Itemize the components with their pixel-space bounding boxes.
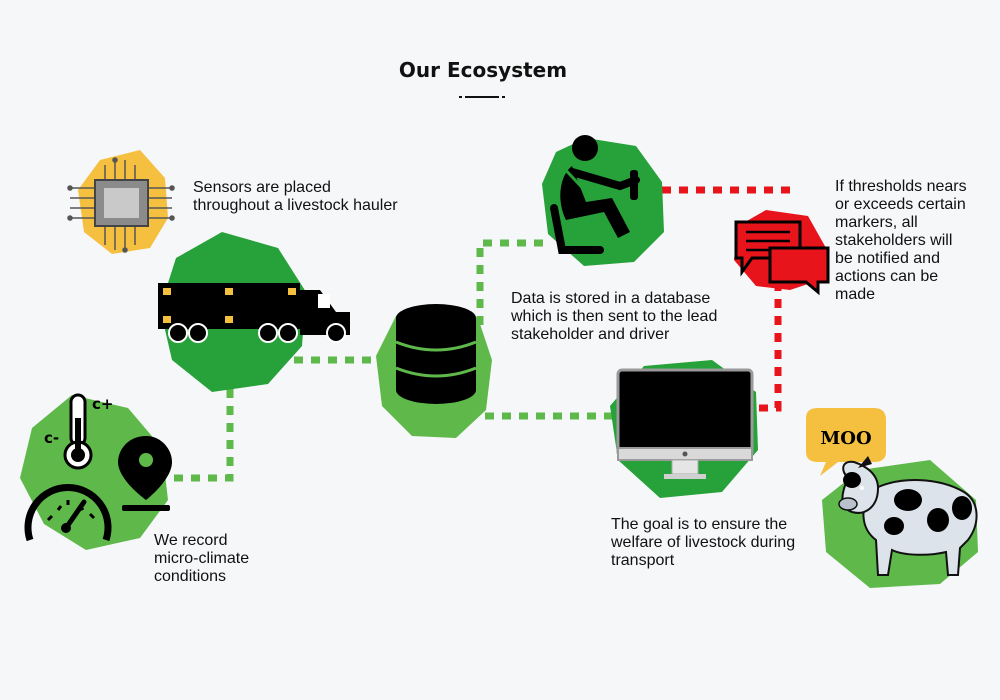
- alert-caption-line-6: actions can be: [835, 268, 939, 285]
- svg-text:c-: c-: [44, 429, 59, 447]
- sensors-node: [67, 150, 175, 254]
- truck-icon: [158, 283, 350, 343]
- monitor-node: [610, 360, 758, 498]
- thermometer-gauge-pin-icon: c+ c-: [24, 393, 172, 542]
- alert-caption-line-4: stakeholders will: [835, 232, 953, 249]
- monitor-icon: [616, 368, 754, 479]
- title-divider: [459, 96, 505, 98]
- database-node: [376, 304, 492, 438]
- goal-caption-line-2: welfare of livestock during: [611, 534, 796, 551]
- microchip-icon: [67, 157, 175, 253]
- record-caption-line-1: We record: [154, 532, 228, 549]
- driver-node: [542, 135, 664, 266]
- record-caption-line-2: micro-climate: [154, 550, 250, 567]
- record-caption: We record micro-climate conditions: [154, 532, 249, 586]
- alert-caption-line-2: or exceeds certain: [835, 196, 966, 213]
- database-icon: [395, 304, 477, 404]
- database-caption-line-3: stakeholder and driver: [511, 326, 670, 343]
- chat-bubbles-icon: [734, 220, 830, 296]
- gauge-icon: [24, 484, 112, 542]
- sensors-caption-line-1: Sensors are placed: [193, 179, 331, 196]
- goal-caption-line-1: The goal is to ensure the: [611, 516, 788, 533]
- truck-node: [158, 232, 350, 392]
- cow-icon: [838, 456, 978, 576]
- thermometer-icon: c+ c-: [44, 393, 113, 470]
- alert-caption-line-5: be notified and: [835, 250, 940, 267]
- connector-truck-record: [168, 338, 234, 482]
- database-caption: Data is stored in a database which is th…: [511, 290, 717, 344]
- record-caption-line-3: conditions: [154, 568, 227, 585]
- database-caption-line-1: Data is stored in a database: [511, 290, 711, 307]
- alert-node: [734, 210, 830, 296]
- alert-caption-line-3: markers, all: [835, 214, 918, 231]
- page-title: Our Ecosystem: [398, 58, 568, 82]
- svg-text:c+: c+: [92, 395, 113, 413]
- alert-caption: If thresholds nears or exceeds certain m…: [835, 178, 967, 304]
- connector-alert-monitor: [752, 282, 782, 412]
- database-caption-line-2: which is then sent to the lead: [511, 308, 718, 325]
- goal-caption-line-3: transport: [611, 552, 675, 569]
- alert-caption-line-1: If thresholds nears: [835, 178, 967, 195]
- record-octagon: [20, 395, 168, 550]
- sensors-caption-line-2: throughout a livestock hauler: [193, 197, 398, 214]
- driver-icon: [550, 135, 640, 254]
- speech-text: MOO: [820, 428, 871, 449]
- connector-database-driver: [476, 239, 548, 325]
- location-pin-icon: [118, 436, 172, 511]
- cow-node: MOO: [806, 408, 978, 588]
- sensors-caption: Sensors are placed throughout a livestoc…: [193, 179, 398, 215]
- goal-caption: The goal is to ensure the welfare of liv…: [611, 516, 795, 570]
- record-node: c+ c-: [20, 393, 172, 550]
- alert-caption-line-7: made: [835, 286, 876, 303]
